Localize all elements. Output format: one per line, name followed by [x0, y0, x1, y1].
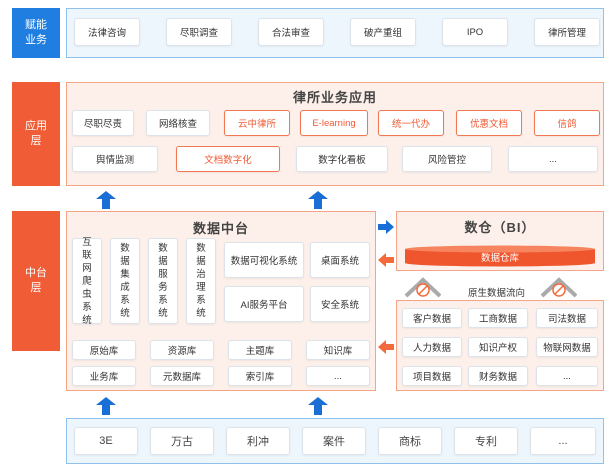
system-item[interactable]: 桌面系统	[310, 242, 370, 278]
app-item[interactable]: 优惠文档	[456, 110, 522, 136]
library-item[interactable]: 业务库	[72, 366, 136, 386]
app-item[interactable]: 统一代办	[378, 110, 444, 136]
source-item[interactable]: 知识产权	[468, 337, 528, 357]
up-arrow-icon	[308, 191, 328, 209]
library-item[interactable]: 索引库	[228, 366, 292, 386]
chevron-up-icon	[404, 276, 442, 298]
flow-label: 原生数据流向	[468, 288, 526, 299]
database-icon	[404, 245, 596, 267]
library-item[interactable]: 主题库	[228, 340, 292, 360]
up-arrow-icon	[96, 191, 116, 209]
chevron-up-icon	[540, 276, 578, 298]
side-label-middle: 中台层	[12, 211, 60, 351]
app-item[interactable]: 尽职尽责	[72, 110, 134, 136]
app-item[interactable]: ...	[508, 146, 598, 172]
warehouse-title: 数仓（BI）	[464, 220, 536, 235]
enable-item[interactable]: 法律咨询	[74, 18, 140, 46]
source-system[interactable]: 利冲	[226, 427, 290, 455]
source-item[interactable]: 司法数据	[536, 308, 598, 328]
source-item[interactable]: 工商数据	[468, 308, 528, 328]
vertical-system[interactable]: 数据服务系统	[148, 238, 178, 324]
app-item[interactable]: 云中律所	[224, 110, 290, 136]
app-item[interactable]: 信鸽	[534, 110, 600, 136]
side-label-app: 应用层	[12, 82, 60, 186]
app-item[interactable]: 舆情监测	[72, 146, 158, 172]
library-item[interactable]: 原始库	[72, 340, 136, 360]
enable-item[interactable]: 尽职调查	[166, 18, 232, 46]
enable-panel	[66, 8, 604, 58]
left-arrow-icon	[378, 253, 394, 267]
source-item[interactable]: 项目数据	[402, 366, 462, 386]
app-item[interactable]: 网络核查	[146, 110, 210, 136]
data-platform-title: 数据中台	[192, 221, 249, 236]
source-item[interactable]: 人力数据	[402, 337, 462, 357]
system-item[interactable]: 数据可视化系统	[224, 242, 304, 278]
system-item[interactable]: 安全系统	[310, 286, 370, 322]
enable-item[interactable]: IPO	[442, 18, 508, 46]
source-item[interactable]: ...	[536, 366, 598, 386]
source-system[interactable]: ...	[530, 427, 596, 455]
enable-item[interactable]: 律所管理	[534, 18, 600, 46]
side-label-enable: 赋能业务	[12, 8, 60, 58]
left-arrow-icon	[378, 340, 394, 354]
source-item[interactable]: 物联网数据	[536, 337, 598, 357]
source-system[interactable]: 专利	[454, 427, 518, 455]
right-arrow-icon	[378, 220, 394, 234]
warehouse-store-label: 数据仓库	[480, 253, 519, 264]
system-item[interactable]: AI服务平台	[224, 286, 304, 322]
source-system[interactable]: 3E	[74, 427, 138, 455]
enable-item[interactable]: 合法审查	[258, 18, 324, 46]
source-item[interactable]: 客户数据	[402, 308, 462, 328]
library-item[interactable]: 元数据库	[150, 366, 214, 386]
app-item[interactable]: E-learning	[300, 110, 368, 136]
up-arrow-icon	[96, 397, 116, 415]
source-system[interactable]: 商标	[378, 427, 442, 455]
app-layer-title: 律所业务应用	[292, 90, 377, 105]
vertical-system[interactable]: 数据治理系统	[186, 238, 216, 324]
source-system[interactable]: 万古	[150, 427, 214, 455]
app-item[interactable]: 数字化看板	[296, 146, 388, 172]
library-item[interactable]: ...	[306, 366, 370, 386]
source-system[interactable]: 案件	[302, 427, 366, 455]
app-item[interactable]: 风险管控	[402, 146, 492, 172]
app-item[interactable]: 文档数字化	[176, 146, 280, 172]
up-arrow-icon	[308, 397, 328, 415]
library-item[interactable]: 资源库	[150, 340, 214, 360]
vertical-system[interactable]: 互联网爬虫系统	[72, 237, 102, 326]
enable-item[interactable]: 破产重组	[350, 18, 416, 46]
library-item[interactable]: 知识库	[306, 340, 370, 360]
vertical-system[interactable]: 数据集成系统	[110, 238, 140, 324]
source-item[interactable]: 财务数据	[468, 366, 528, 386]
